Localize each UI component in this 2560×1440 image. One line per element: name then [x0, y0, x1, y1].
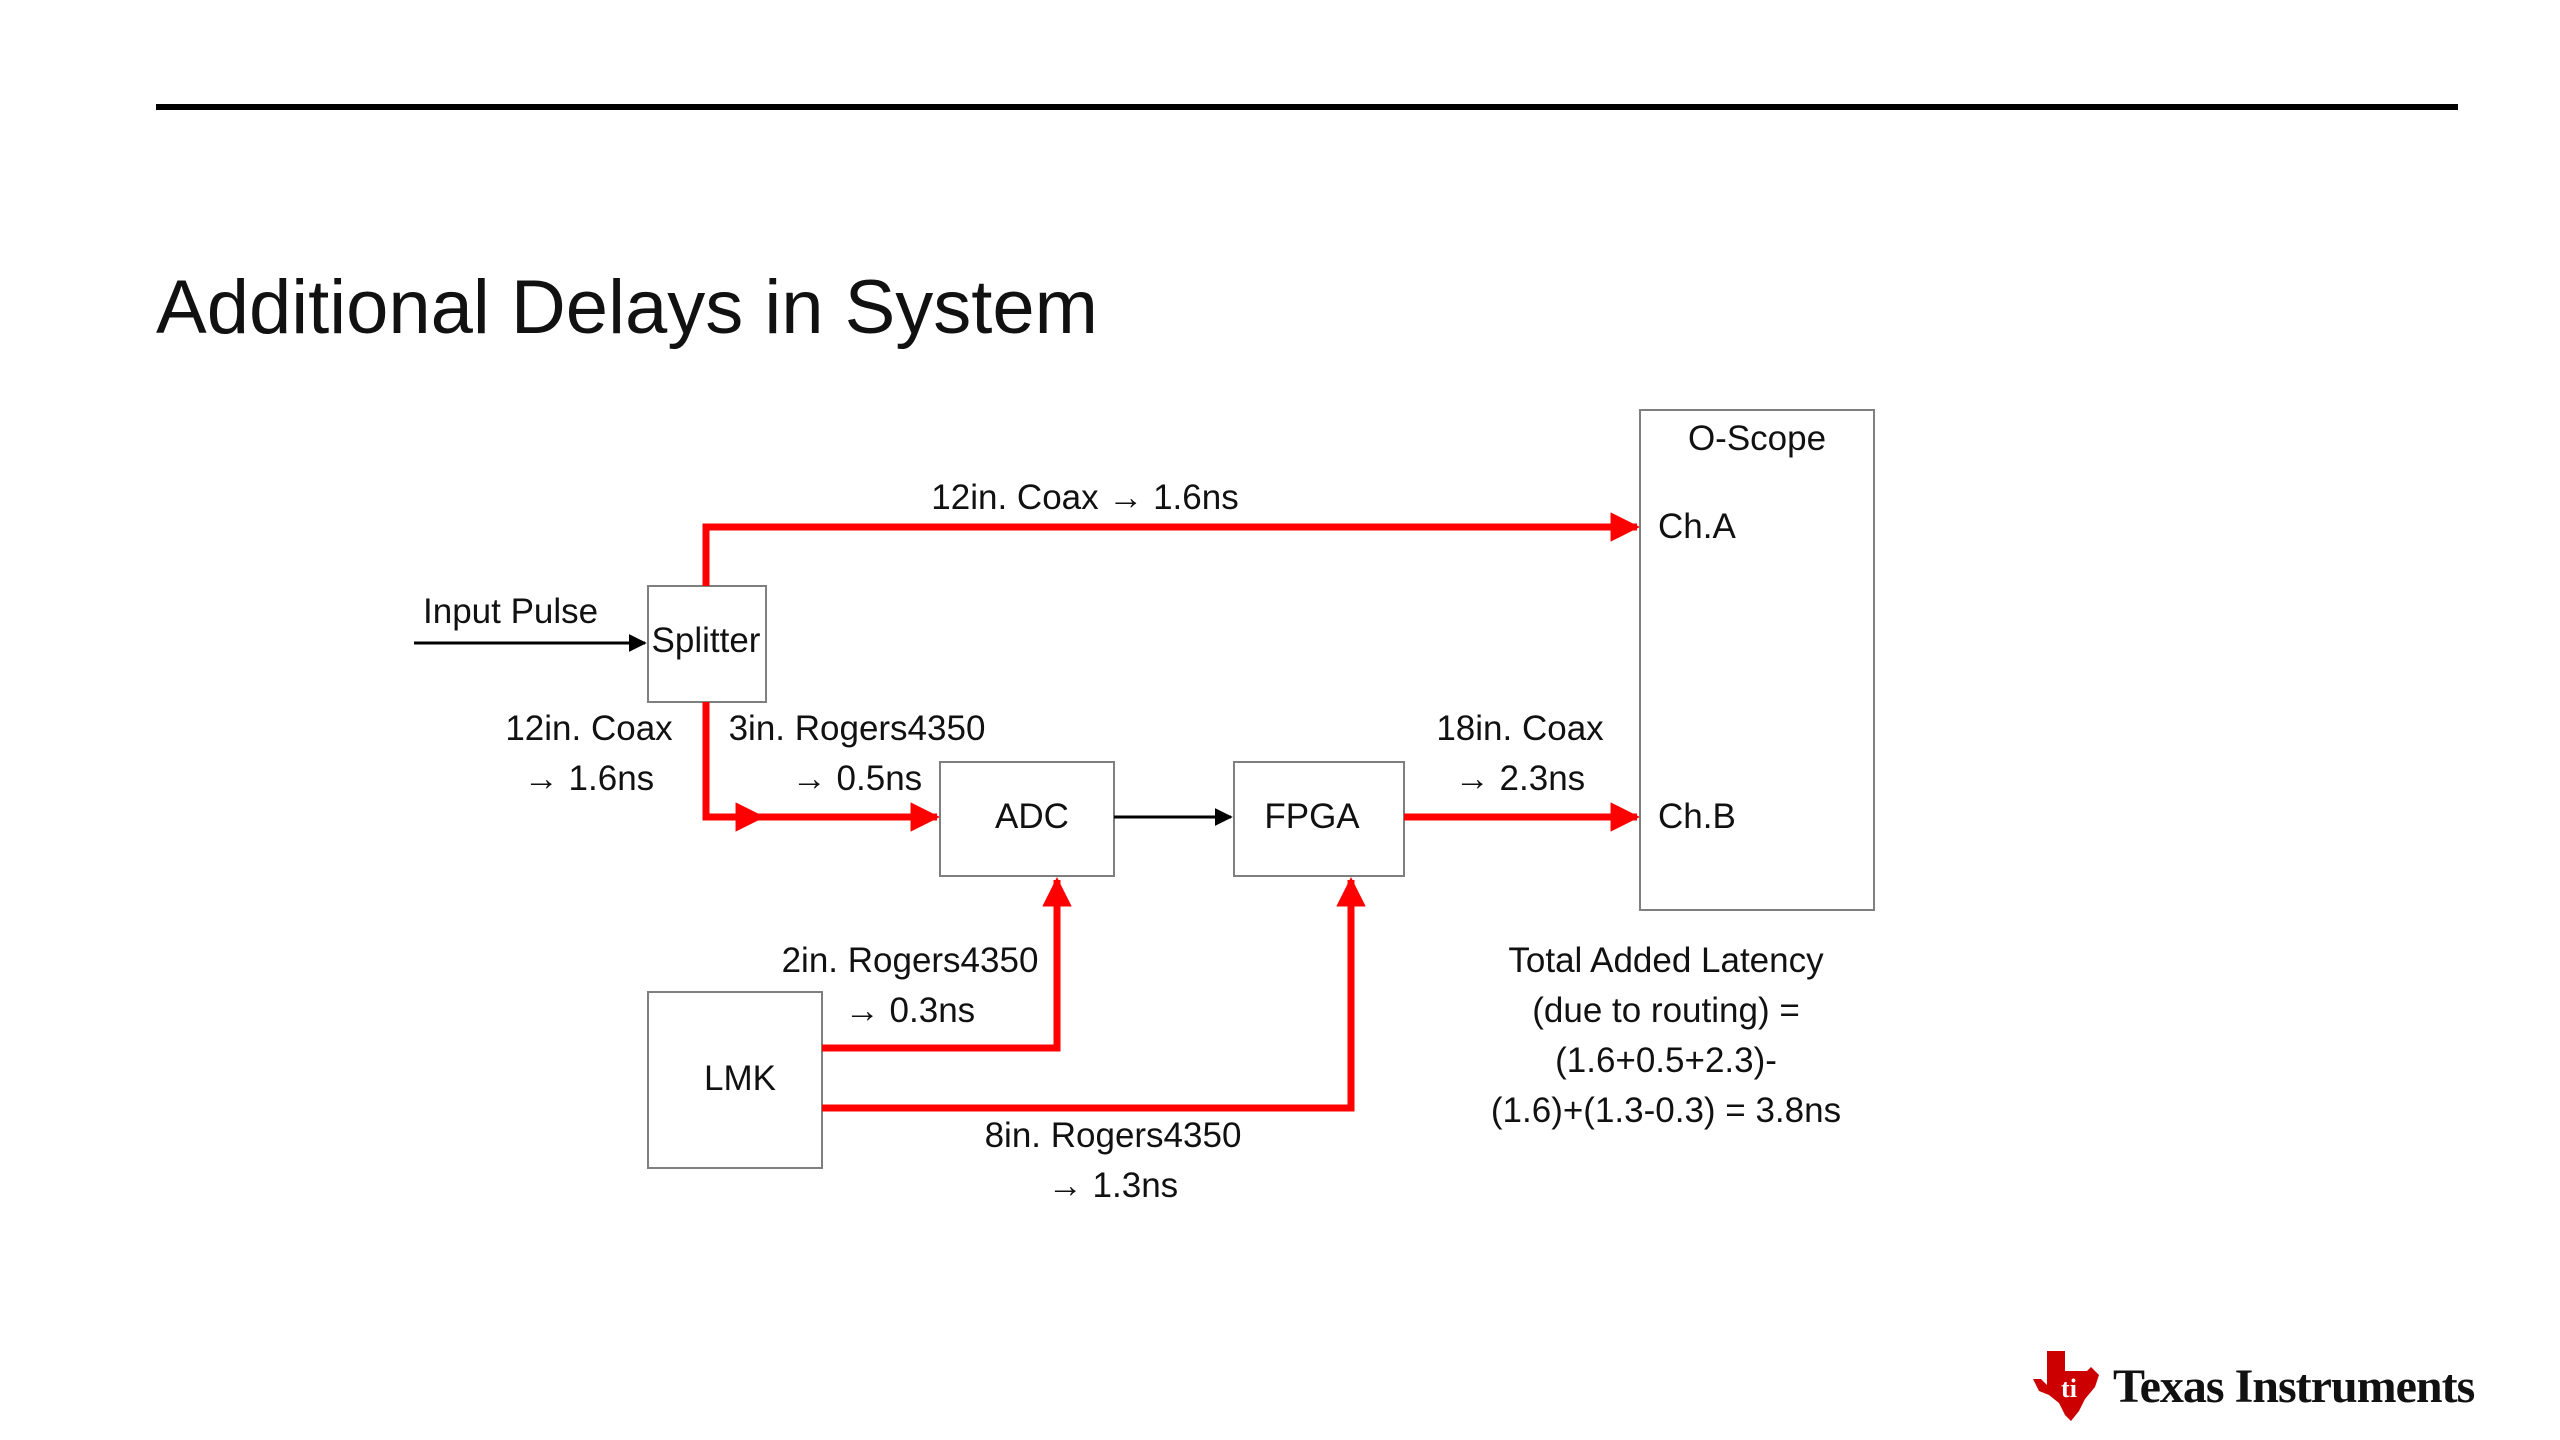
coax18-label-line1: 18in. Coax: [1436, 709, 1604, 748]
ch-a-label: Ch.A: [1658, 507, 1736, 546]
coax18-label-line2: → 2.3ns: [1455, 759, 1585, 798]
summary-line-1: Total Added Latency: [1508, 941, 1824, 980]
splitter-label: Splitter: [652, 621, 761, 660]
rogers3-label-line1: 3in. Rogers4350: [729, 709, 986, 748]
company-logo-text: Texas Instruments: [2113, 1360, 2475, 1413]
splitter-down-trace: [702, 702, 765, 832]
svg-text:ti: ti: [2061, 1374, 2077, 1403]
texas-instruments-logo: ti Texas Instruments: [2025, 1345, 2545, 1425]
lmk-box: [647, 991, 823, 1169]
left-coax-label-line1: 12in. Coax: [505, 709, 673, 748]
summary-line-3: (1.6+0.5+2.3)-: [1555, 1041, 1777, 1080]
top-divider: [156, 104, 2458, 110]
rogers2-label-line1: 2in. Rogers4350: [782, 941, 1039, 980]
left-coax-label-line2: → 1.6ns: [524, 759, 654, 798]
oscope-label: O-Scope: [1688, 419, 1826, 458]
top-coax-label: 12in. Coax → 1.6ns: [931, 478, 1238, 517]
ch-b-label: Ch.B: [1658, 797, 1736, 836]
adc-box: [939, 761, 1115, 877]
lmk-to-adc-trace: [822, 877, 1072, 1052]
fpga-label: FPGA: [1264, 797, 1360, 836]
lmk-label: LMK: [704, 1059, 776, 1098]
texas-state-icon: ti: [2033, 1351, 2099, 1421]
summary-line-4: (1.6)+(1.3-0.3) = 3.8ns: [1491, 1091, 1841, 1130]
adc-label: ADC: [995, 797, 1069, 836]
fpga-box: [1233, 761, 1405, 877]
splitter-to-cha-trace: [702, 512, 1640, 586]
rogers2-label-line2: → 0.3ns: [845, 991, 975, 1030]
lmk-to-fpga-trace: [822, 877, 1366, 1112]
summary-line-2: (due to routing) =: [1532, 991, 1800, 1030]
rogers8-label-line1: 8in. Rogers4350: [985, 1116, 1242, 1155]
rogers3-label-line2: → 0.5ns: [792, 759, 922, 798]
rogers8-label-line2: → 1.3ns: [1048, 1166, 1178, 1205]
splitter-box: [647, 585, 767, 703]
page-title: Additional Delays in System: [156, 265, 1098, 350]
oscope-box: [1639, 409, 1875, 911]
input-pulse-label: Input Pulse: [423, 592, 598, 631]
